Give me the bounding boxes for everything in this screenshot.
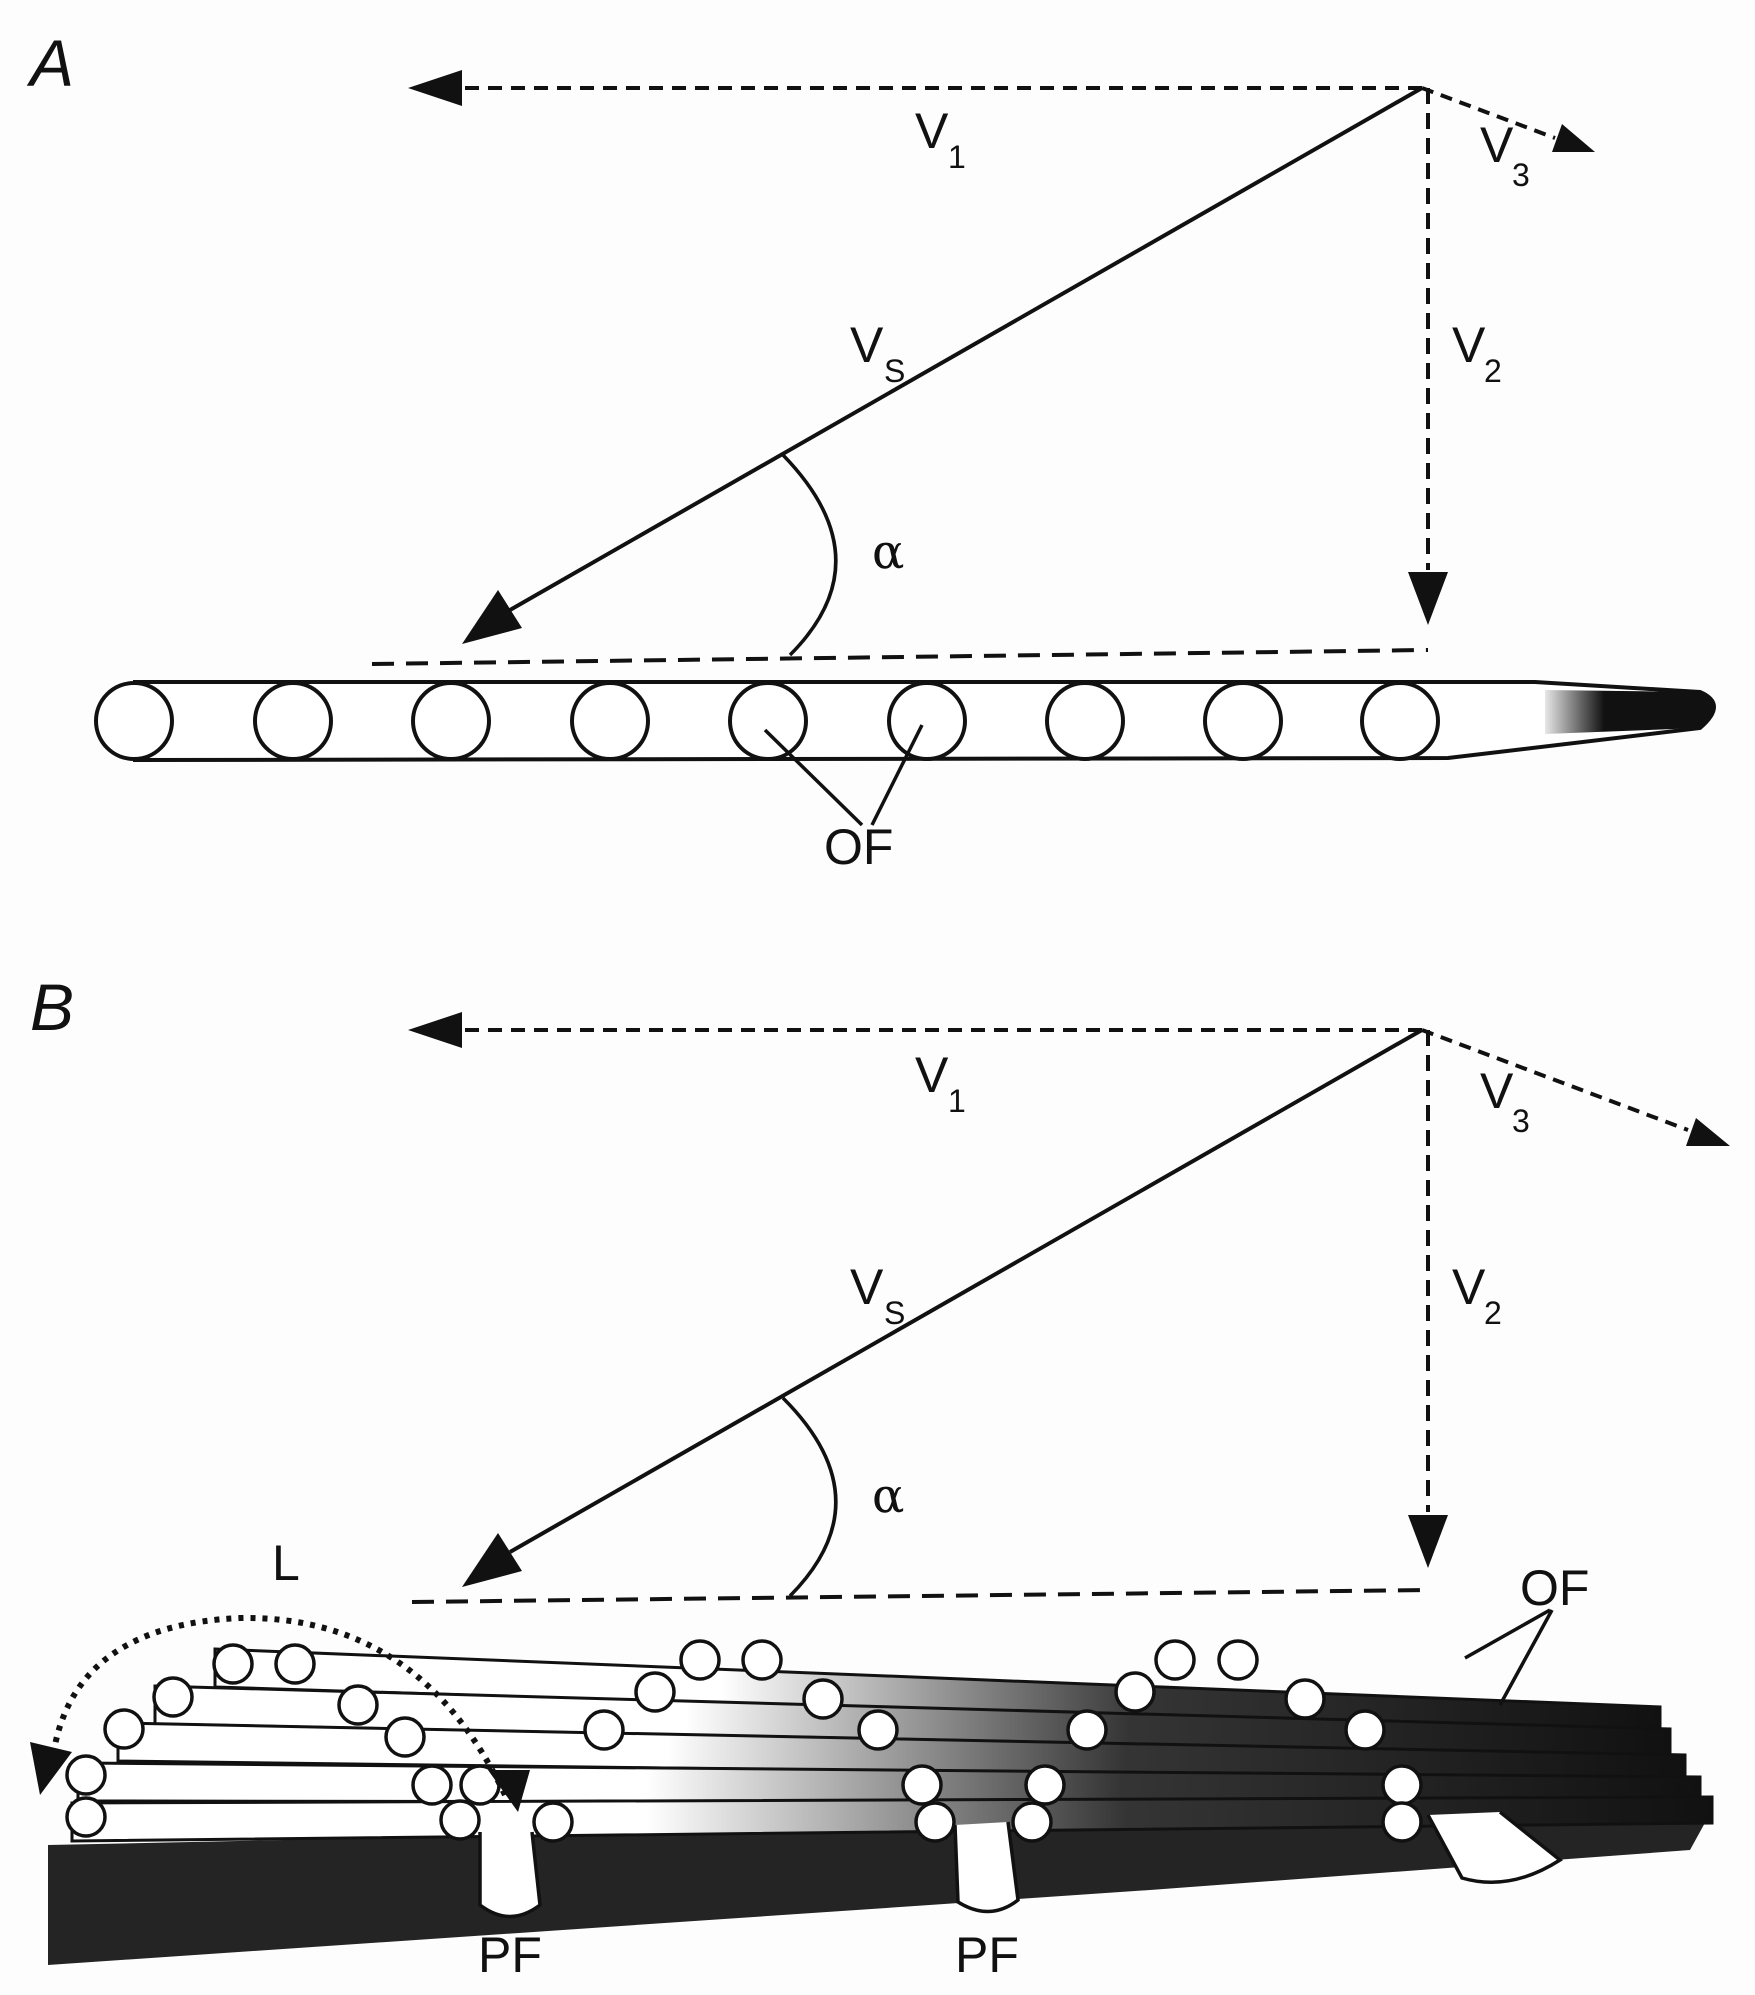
- svg-text:2: 2: [1484, 1295, 1502, 1331]
- fiber-circle: [634, 1671, 676, 1713]
- svg-text:2: 2: [1484, 353, 1502, 389]
- fiber-circle: [411, 1764, 453, 1806]
- panel-b-fiber-bundle: [48, 1639, 1714, 1965]
- fiber-circle: [384, 1716, 426, 1758]
- panel-b-pf-cylinders: [478, 1810, 1563, 1919]
- svg-text:3: 3: [1512, 157, 1530, 193]
- fiber-circle: [1284, 1678, 1326, 1720]
- panel-a-v2-label: V 2: [1452, 317, 1502, 389]
- svg-text:S: S: [884, 1295, 905, 1331]
- panel-a-vs-label: V S: [850, 317, 905, 389]
- panel-a-v1-arrow: [408, 70, 1422, 106]
- fiber-circle: [901, 1764, 943, 1806]
- panel-a-of-label: OF: [824, 819, 893, 875]
- svg-text:V: V: [1452, 1259, 1486, 1315]
- fiber-circle: [1045, 681, 1125, 761]
- fiber-circle: [1154, 1639, 1196, 1681]
- panel-a-label: A: [26, 26, 74, 100]
- fiber-circle: [152, 1676, 194, 1718]
- panel-b-pf-label-2: PF: [955, 1927, 1019, 1983]
- fiber-circle: [532, 1801, 574, 1843]
- fiber-circle: [212, 1643, 254, 1685]
- fiber-circle: [857, 1709, 899, 1751]
- fiber-circle: [583, 1709, 625, 1751]
- svg-text:1: 1: [948, 1083, 966, 1119]
- panel-a-angle-label: α: [872, 524, 904, 580]
- svg-text:V: V: [850, 1259, 884, 1315]
- fiber-circle: [914, 1801, 956, 1843]
- panel-b-loop-label: L: [272, 1535, 300, 1591]
- fiber-circle: [802, 1678, 844, 1720]
- panel-b: B V 1 V 3 V 2 V: [30, 970, 1730, 1983]
- panel-b-dark-wedge: [48, 1810, 1712, 1965]
- fiber-circle: [741, 1639, 783, 1681]
- panel-b-of-pointer: [1464, 1608, 1554, 1706]
- panel-b-vs-arrow: [462, 1028, 1423, 1587]
- panel-a-vs-arrow: [462, 86, 1423, 644]
- fiber-tube-shading: [720, 1669, 1660, 1733]
- panel-a: A V 1 V 3: [26, 26, 1716, 875]
- panel-a-v2-arrow: [1408, 88, 1448, 625]
- svg-text:V: V: [915, 103, 949, 159]
- fiber-circle: [887, 681, 967, 761]
- svg-text:3: 3: [1512, 1103, 1530, 1139]
- fiber-circle: [103, 1708, 145, 1750]
- panel-b-v1-arrow: [408, 1012, 1422, 1048]
- panel-b-v1-label: V 1: [915, 1047, 966, 1119]
- panel-a-angle-arc: [781, 453, 838, 657]
- fiber-circle: [1066, 1709, 1108, 1751]
- fiber-circle: [1024, 1764, 1066, 1806]
- fiber-circle: [274, 1643, 316, 1685]
- fiber-circle: [1381, 1764, 1423, 1806]
- fiber-circle: [94, 681, 174, 761]
- fiber-circle: [1011, 1801, 1053, 1843]
- fiber-circle: [679, 1639, 721, 1681]
- fiber-circle: [439, 1799, 481, 1841]
- svg-text:V: V: [1480, 1063, 1514, 1119]
- svg-text:S: S: [884, 353, 905, 389]
- fiber-circle: [253, 681, 333, 761]
- fiber-circle: [65, 1796, 107, 1838]
- svg-text:V: V: [1480, 117, 1514, 173]
- fiber-circle: [411, 681, 491, 761]
- panel-b-vs-label: V S: [850, 1259, 905, 1331]
- svg-text:V: V: [1452, 317, 1486, 373]
- panel-b-loop-arrow: [30, 1614, 530, 1812]
- fiber-circle: [570, 681, 650, 761]
- fiber-circle: [1360, 681, 1440, 761]
- fiber-tube-shading: [685, 1700, 1670, 1755]
- panel-b-v2-label: V 2: [1452, 1259, 1502, 1331]
- panel-a-reference-line: [371, 648, 1429, 666]
- panel-b-of-label: OF: [1520, 1560, 1589, 1616]
- fiber-circle: [1114, 1671, 1156, 1713]
- panel-b-v2-arrow: [1408, 1030, 1448, 1568]
- svg-text:V: V: [850, 317, 884, 373]
- panel-a-fiber-circles: [94, 681, 1440, 761]
- panel-b-angle-label: α: [872, 1468, 904, 1524]
- panel-b-v3-arrow: [1421, 1028, 1730, 1146]
- panel-b-v3-label: V 3: [1480, 1063, 1530, 1139]
- svg-text:1: 1: [948, 139, 966, 175]
- panel-b-fiber-circles: [65, 1639, 1423, 1843]
- panel-a-fiber: [94, 680, 1716, 762]
- fiber-circle: [1203, 681, 1283, 761]
- svg-text:V: V: [915, 1047, 949, 1103]
- fiber-circle: [728, 681, 808, 761]
- panel-b-label: B: [30, 970, 74, 1044]
- panel-a-v1-label: V 1: [915, 103, 966, 175]
- fiber-circle: [1381, 1801, 1423, 1843]
- panel-a-of-pointer: [763, 724, 924, 827]
- panel-b-reference-line: [411, 1588, 1429, 1604]
- fiber-circle: [337, 1684, 379, 1726]
- panel-b-angle-arc: [781, 1396, 838, 1598]
- panel-a-v3-arrow: [1421, 86, 1595, 152]
- fiber-circle: [1217, 1639, 1259, 1681]
- panel-b-pf-label-1: PF: [478, 1927, 542, 1983]
- panel-a-v3-label: V 3: [1480, 117, 1530, 193]
- fiber-circle: [65, 1754, 107, 1796]
- fiber-circle: [1344, 1709, 1386, 1751]
